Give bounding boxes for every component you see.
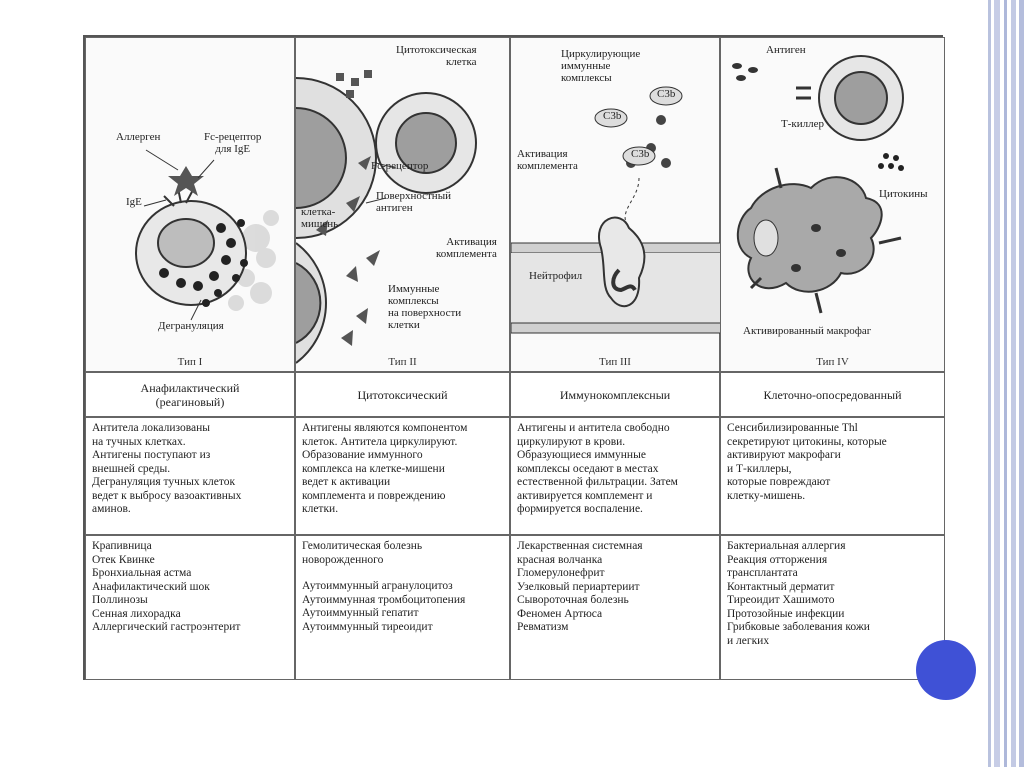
t-killer-label: Т-киллер <box>781 118 824 130</box>
fc-receptor-label: Fc-рецептор для IgE <box>204 131 262 155</box>
circulating-label: Циркулирующие иммунные комплексы <box>561 48 641 84</box>
disease-item: Анафилактический шок <box>92 580 210 593</box>
hypersensitivity-table: Аллерген Fc-рецептор для IgE IgE Деграну… <box>83 35 945 680</box>
type1-description-text: Антитела локализованы на тучных клетках.… <box>92 422 242 515</box>
disease-item: Аутоиммунный тиреоидит <box>302 620 433 633</box>
disease-item: красная волчанка <box>517 553 603 566</box>
disease-item: Лекарственная системная <box>517 540 643 552</box>
type4-description-text: Сенсибилизированные Thl секретируют цито… <box>727 422 887 502</box>
disease-item: Гломерулонефрит <box>517 567 605 579</box>
degranulation-label: Дегрануляция <box>158 320 224 332</box>
disease-item: Поллинозы <box>92 594 148 606</box>
type2-label: Тип II <box>388 356 417 368</box>
type4-name: Клеточно-опосредованный <box>720 372 945 417</box>
type2-description-text: Антигены являются компонентом клеток. Ан… <box>302 422 468 515</box>
list-spacer <box>302 567 503 580</box>
immune-complexes-label: Иммунные комплексы на поверхности клетки <box>388 283 462 331</box>
disease-item: Узелковый периартериит <box>517 580 640 593</box>
disease-item: Аллергический гастроэнтерит <box>92 621 241 633</box>
target-cell-label: клетка- мишень <box>301 206 339 230</box>
type4-description: Сенсибилизированные Thl секретируют цито… <box>720 417 945 535</box>
c3b-label: C3b <box>603 110 622 122</box>
immune-complex-drawing <box>511 86 721 334</box>
c3b-label: C3b <box>657 88 676 100</box>
type3-name-text: Иммунокомплексныи <box>559 387 671 402</box>
type4-name-text: Клеточно-опосредованный <box>763 387 902 402</box>
disease-item: Сывороточная болезнь <box>517 594 629 606</box>
type3-illustration: Циркулирующие иммунные комплексы C3b C3b… <box>510 37 721 372</box>
disease-item: трансплантата <box>727 567 798 579</box>
disease-item: Отек Квинке <box>92 553 155 566</box>
ige-label: IgE <box>126 196 142 208</box>
disease-item: Бактериальная аллергия <box>727 540 846 552</box>
type2-description: Антигены являются компонентом клеток. Ан… <box>295 417 510 535</box>
disease-item: Протозойные инфекции <box>727 607 845 620</box>
disease-item: Феномен Артюса <box>517 607 603 620</box>
disease-item: Контактный дерматит <box>727 580 835 593</box>
cell-mediated-drawing <box>732 55 904 314</box>
disease-item: Сенная лихорадка <box>92 607 181 620</box>
antigen-label: Антиген <box>766 44 806 56</box>
slide-decor-circle <box>916 640 976 700</box>
decor-stripe <box>988 0 991 767</box>
decor-stripe <box>994 0 1000 767</box>
type1-diseases: Крапивница Отек Квинке Бронхиальная астм… <box>85 535 295 680</box>
disease-item: Аутоиммунная тромбоцитопения <box>302 593 466 606</box>
type4-label: Тип IV <box>816 356 849 368</box>
type4-diseases: Бактериальная аллергия Реакция отторжени… <box>720 535 945 680</box>
neutrophil-label: Нейтрофил <box>529 270 583 282</box>
disease-item: Реакция отторжения <box>727 553 828 566</box>
cytotoxic-cell-label: Цитотоксическая клетка <box>396 44 477 68</box>
decor-stripe <box>1004 0 1007 767</box>
type2-name: Цитотоксический <box>295 372 510 417</box>
disease-item: Аутоиммунный агранулоцитоз <box>302 580 453 592</box>
mast-cell-drawing <box>135 149 279 321</box>
allergen-label: Аллерген <box>116 131 161 143</box>
type1-illustration: Аллерген Fc-рецептор для IgE IgE Деграну… <box>85 37 295 372</box>
decor-stripe <box>1011 0 1016 767</box>
disease-item: Тиреоидит Хашимото <box>727 594 835 606</box>
type3-description-text: Антигены и антитела свободно циркулируют… <box>517 422 678 515</box>
disease-item: Аутоиммунный гепатит <box>302 607 419 619</box>
type3-diseases: Лекарственная системная красная волчанка… <box>510 535 720 680</box>
cytokines-label: Цитокины <box>879 188 928 200</box>
type2-name-text: Цитотоксический <box>357 387 448 402</box>
fc-receptor-label: Fc-рецептор <box>371 160 429 172</box>
decor-stripe <box>1019 0 1024 767</box>
cytotoxic-drawing <box>296 70 477 364</box>
disease-item: Бронхиальная астма <box>92 567 192 579</box>
type1-description: Антитела локализованы на тучных клетках.… <box>85 417 295 535</box>
type3-description: Антигены и антитела свободно циркулируют… <box>510 417 720 535</box>
disease-item: Гемолитическая болезнь новорожденного <box>302 540 423 566</box>
disease-item: Грибковые заболевания кожи <box>727 621 870 633</box>
type3-name: Иммунокомплексныи <box>510 372 720 417</box>
type1-name-text: Анафилактический (реагиновый) <box>140 380 240 409</box>
complement-activation-label: Активация комплемента <box>436 236 497 260</box>
surface-antigen-label: Поверхностный антиген <box>376 190 451 214</box>
disease-item: Ревматизм <box>517 621 569 633</box>
type1-name: Анафилактический (реагиновый) <box>85 372 295 417</box>
type2-diseases: Гемолитическая болезнь новорожденного Ау… <box>295 535 510 680</box>
complement-activation-label: Активация комплемента <box>517 148 578 172</box>
c3b-label: C3b <box>631 148 650 160</box>
type4-illustration: Антиген Т-киллер Цитокины Активированный… <box>720 37 945 372</box>
type3-label: Тип III <box>599 356 631 368</box>
disease-item: Крапивница <box>92 540 152 552</box>
disease-item: и легких <box>727 634 770 647</box>
macrophage-label: Активированный макрофаг <box>743 325 872 337</box>
type2-illustration: Цитотоксическая клетка Fc-рецептор Повер… <box>295 37 510 372</box>
type1-label: Тип I <box>177 356 203 368</box>
